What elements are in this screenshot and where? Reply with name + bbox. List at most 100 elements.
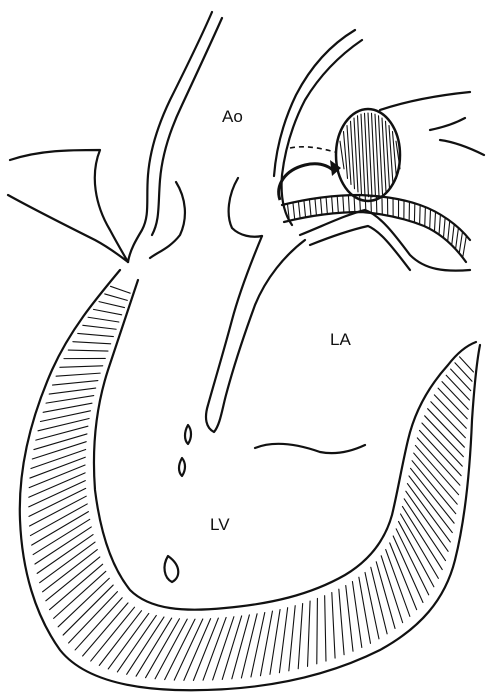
striation-line — [78, 333, 114, 336]
striation-line — [279, 608, 287, 673]
striation-line — [31, 449, 86, 468]
mass-hatch-line — [372, 113, 376, 196]
striation-line — [69, 592, 118, 643]
striation-line — [37, 535, 93, 574]
mass-hatching — [340, 113, 400, 197]
striation-line — [428, 409, 465, 447]
striation-line — [46, 396, 94, 404]
vessel-ring — [371, 196, 372, 213]
striation-line — [30, 504, 87, 536]
striation-line — [232, 615, 250, 679]
striation-line — [43, 403, 92, 412]
vessel-ring — [304, 200, 306, 217]
striation-line — [411, 468, 455, 523]
label-aorta: Ao — [222, 107, 243, 126]
striation-line — [155, 619, 187, 679]
mass-hatch-line — [393, 132, 397, 179]
striation-line — [431, 402, 466, 438]
striation-line — [371, 567, 387, 634]
striation-line — [88, 317, 119, 322]
vessel-ring — [420, 205, 421, 224]
striation-line — [30, 457, 85, 478]
striation-line — [53, 381, 98, 386]
striation-line — [105, 294, 128, 300]
vessel-ring — [456, 228, 459, 249]
striation-line — [83, 603, 128, 656]
aorta-left-wall-inner — [152, 18, 222, 235]
striation-line — [451, 369, 471, 391]
striation-line — [75, 598, 122, 650]
striation-line — [346, 586, 353, 652]
striation-line — [93, 309, 121, 314]
striation-line — [49, 388, 96, 394]
striation-line — [35, 527, 91, 564]
lv-outer-wall — [20, 270, 480, 690]
vessel-ring — [298, 201, 300, 218]
label-left-atrium: LA — [330, 330, 351, 349]
striation-line — [58, 578, 109, 627]
vessel-rings — [287, 195, 466, 258]
striation-line — [63, 585, 113, 635]
vessel-ring — [343, 195, 344, 212]
vessel-ring — [459, 232, 462, 254]
mass-hatch-line — [368, 113, 372, 197]
dashed-line — [290, 147, 335, 152]
vessel-ring — [463, 236, 467, 258]
label-left-ventricle: LV — [210, 515, 230, 534]
mass-hatch-line — [358, 116, 362, 194]
vessel-ring — [448, 221, 450, 242]
vessel-ring — [425, 207, 426, 226]
striation-line — [251, 613, 265, 677]
anterior-mitral-leaflet — [206, 236, 305, 432]
striation-line — [401, 514, 439, 578]
vessel-ring — [326, 197, 327, 214]
striation-line — [442, 382, 468, 410]
mass-hatch-line — [365, 113, 369, 196]
striation-line — [91, 607, 135, 661]
striation-line — [446, 375, 469, 400]
vessel-ring — [337, 196, 338, 213]
papillary-fragment-2 — [179, 458, 185, 476]
striation-line — [43, 550, 98, 592]
striation-line — [68, 350, 108, 351]
vessel-tube-lower — [284, 212, 466, 262]
striation-line — [260, 611, 272, 676]
papillary-fragment-3 — [165, 556, 179, 582]
mass-hatch-line — [361, 114, 365, 196]
striation-line — [434, 395, 466, 428]
striation-line — [34, 434, 87, 450]
striation-line — [73, 342, 111, 344]
striation-line — [298, 604, 302, 669]
vessel-ring — [360, 195, 361, 212]
striation-line — [412, 461, 456, 514]
mass-hatch-line — [379, 116, 383, 194]
striation-line — [402, 506, 442, 569]
striation-line — [359, 577, 371, 643]
right-vessel — [430, 118, 484, 155]
striation-line — [56, 373, 100, 376]
vessel-ring — [452, 224, 454, 245]
striation-line — [289, 606, 295, 671]
striation-line — [110, 286, 130, 293]
mass-hatch-line — [354, 118, 358, 192]
right-pericardium — [380, 92, 470, 110]
striation-line — [390, 543, 417, 610]
vessel-ring — [332, 196, 333, 213]
aortic-valve-left — [150, 182, 185, 258]
mass-hatch-line — [382, 118, 386, 192]
vessel-ring — [309, 199, 311, 216]
striation-line — [325, 596, 326, 661]
striation-line — [32, 442, 86, 459]
papillary-fragment-1 — [185, 425, 191, 444]
striation-line — [365, 572, 379, 638]
vessel-ring — [320, 198, 321, 215]
striation-line — [99, 302, 124, 308]
mass-hatch-line — [344, 132, 348, 179]
striation-line — [393, 536, 423, 603]
striation-line — [241, 614, 257, 678]
vessel-ring — [439, 215, 440, 235]
striation-line — [117, 615, 156, 671]
striation-line — [417, 438, 460, 485]
striation-line — [222, 616, 241, 680]
